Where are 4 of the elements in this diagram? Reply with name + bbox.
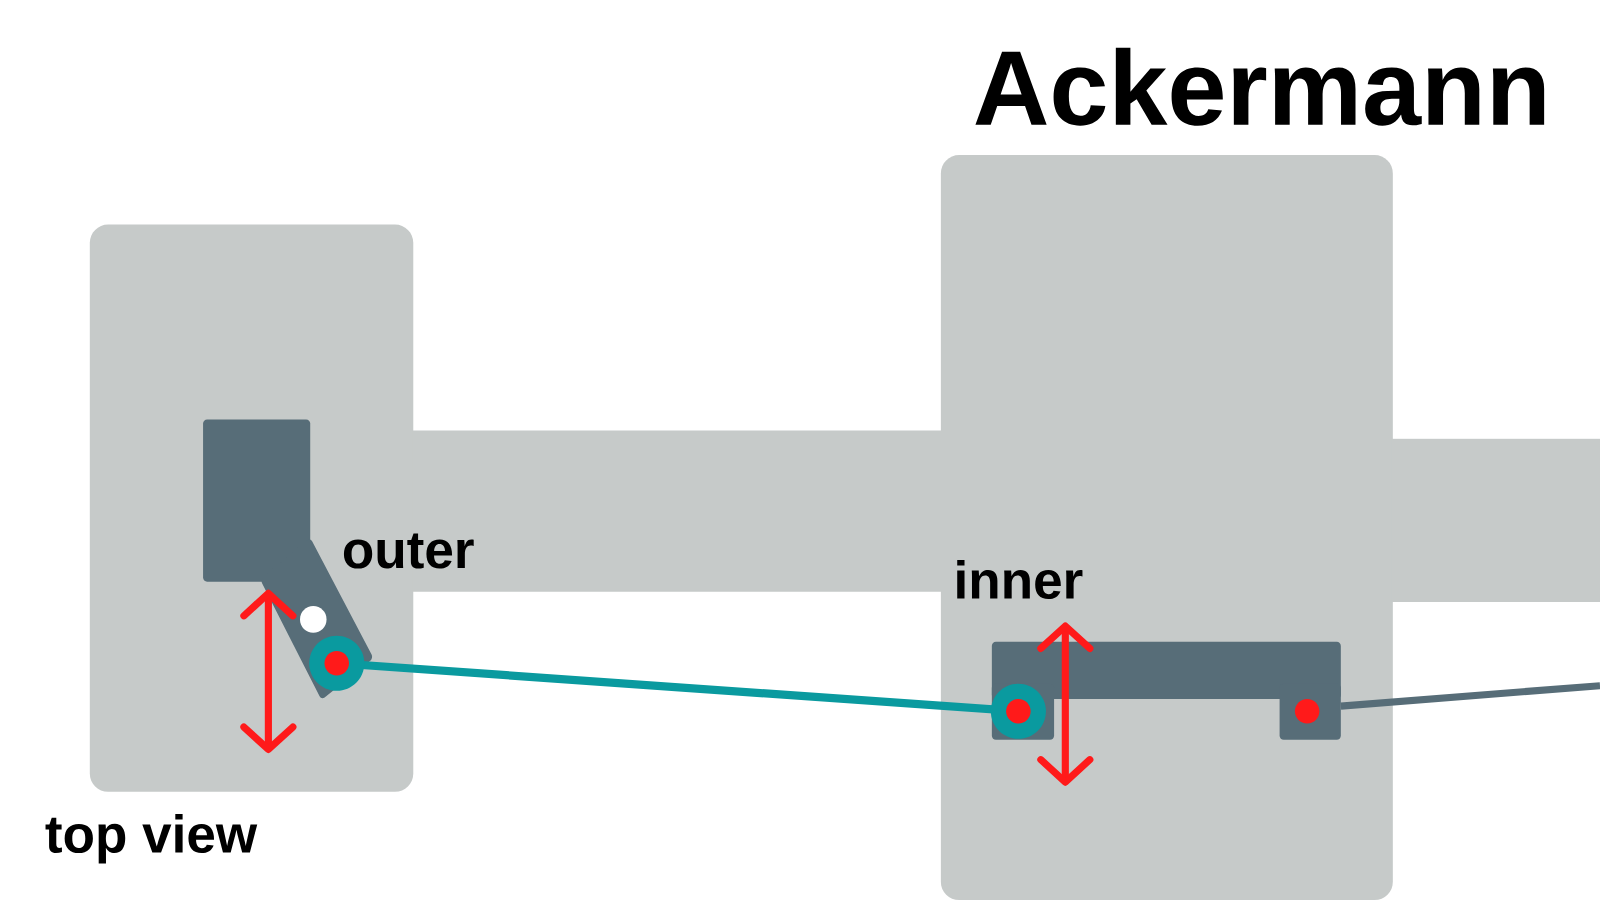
part-label: inner [957, 560, 1083, 600]
title: Ackermann [975, 47, 1545, 126]
part-label: outer [343, 533, 474, 569]
view-label: top view [45, 814, 258, 864]
